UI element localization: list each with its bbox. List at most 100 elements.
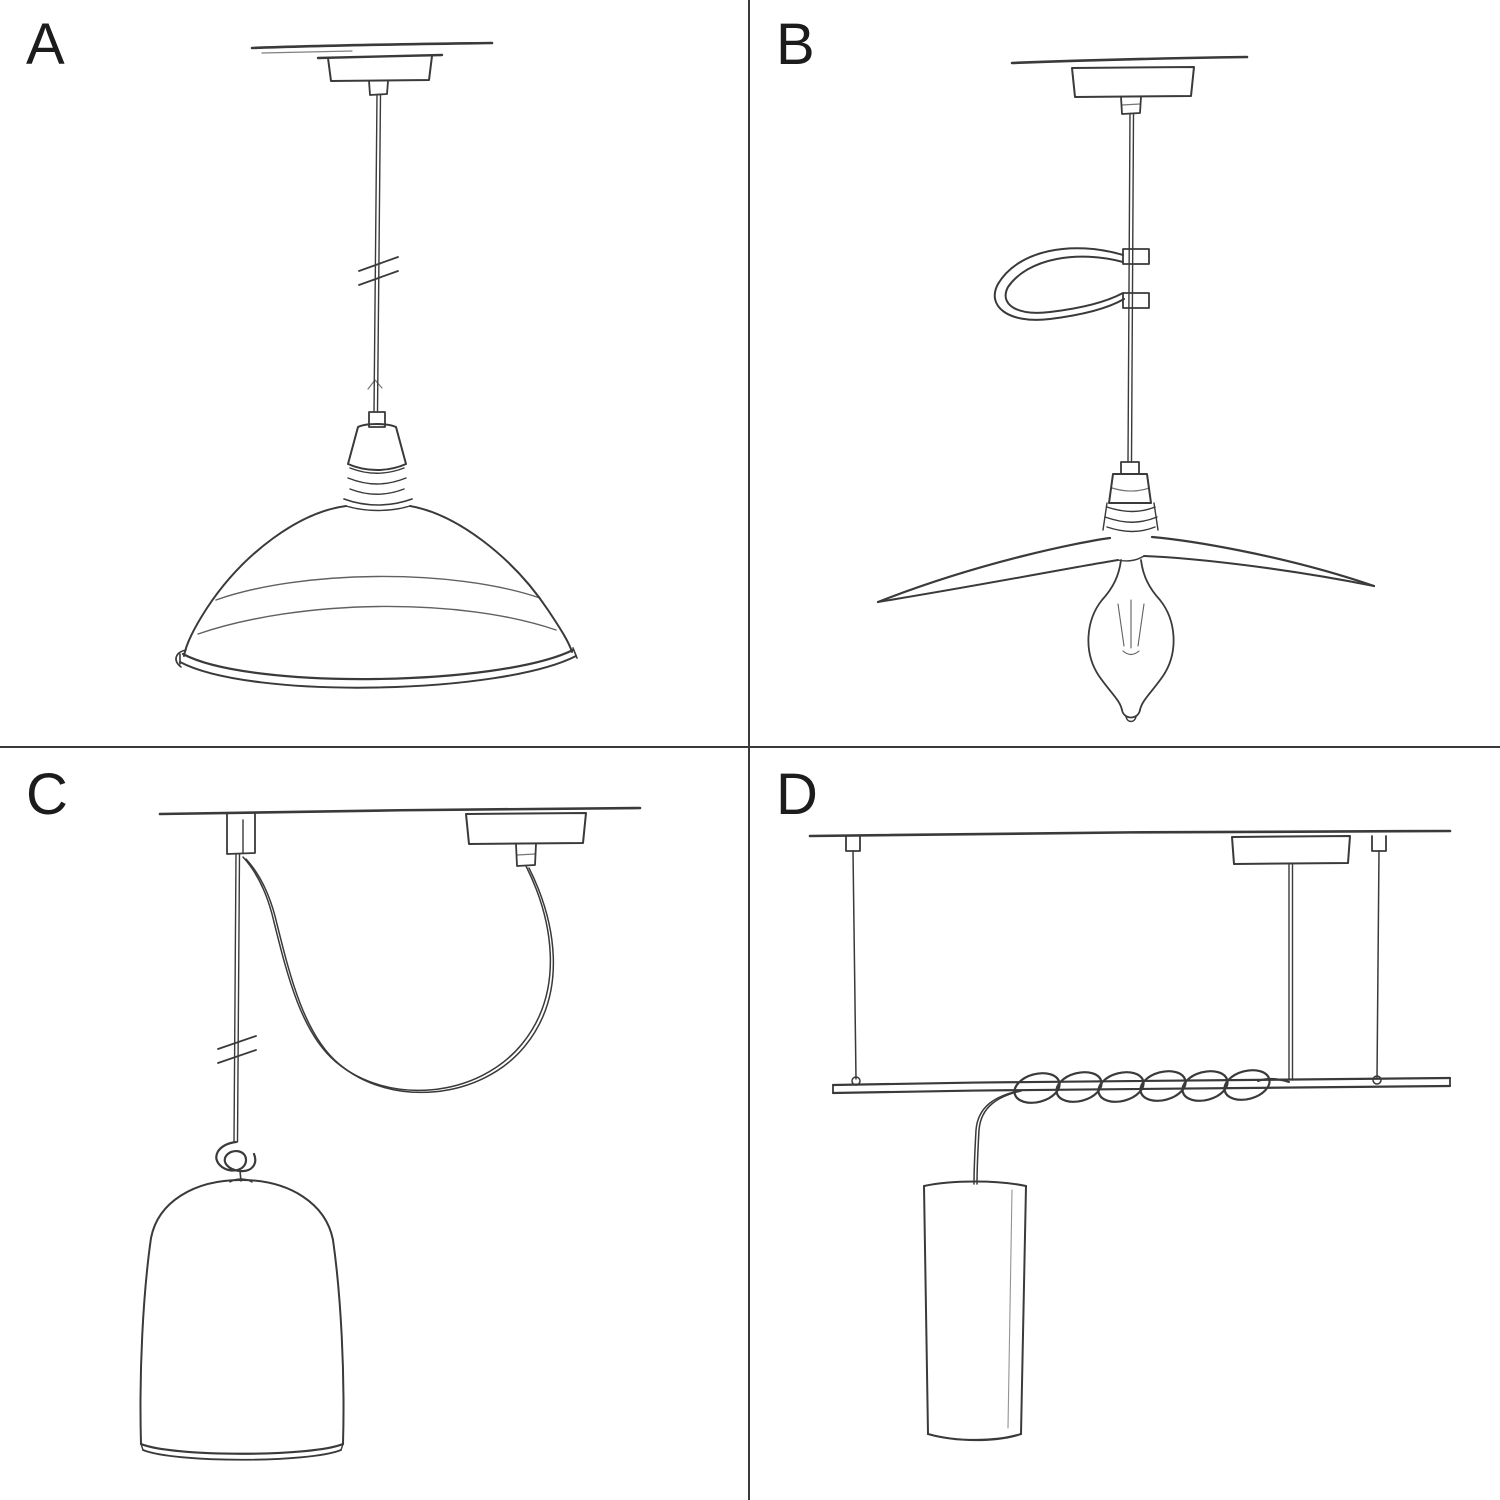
panel-c-label: C [26,762,70,827]
bulb-outline [1087,559,1123,711]
panel-c: C [0,750,750,1500]
holder-ferrule [1120,461,1140,475]
bell-shade-left [139,1237,152,1445]
ceiling-line [250,41,494,50]
cable-coil-loop [1055,1071,1103,1103]
swag-cable [245,858,555,1094]
cable-coil-loop [1013,1072,1061,1104]
holder-line [1111,487,1150,492]
canopy-icon [327,55,433,82]
shade-rim-lower [179,655,577,689]
bulb-tip-nub [1125,716,1137,723]
panel-a: A [0,0,750,750]
bell-shade-right [332,1239,345,1445]
panel-d-label: D [776,762,820,827]
cylinder-top [923,1180,1027,1187]
shade-left-profile [183,505,347,657]
cable-line [1130,113,1135,463]
ceiling-line [1010,55,1249,65]
suspension-anchor [1371,835,1387,852]
cable-line [376,94,382,413]
plate-bottom-right [1143,555,1375,587]
canopy-nub-line [516,853,536,856]
shade-band-line [197,605,557,635]
canopy-plate [316,53,444,60]
wire-loop [1372,1075,1382,1085]
cable-coil-loop [1223,1069,1271,1101]
break-mark [358,256,399,272]
bell-shade-rim-lower [142,1449,342,1461]
canopy-nub [368,80,389,96]
holder-thread [349,467,405,474]
ceiling-line-detail [261,50,353,54]
holder-thread-side [1153,502,1159,531]
cable-clip-hook [1122,248,1150,265]
canopy-icon [1231,835,1351,865]
bar-bottom-edge [831,1084,1452,1095]
break-mark [217,1049,257,1064]
canopy-nub-line [1121,103,1141,106]
lamp-holder-icon [1108,473,1152,504]
suspension-wire [1376,850,1380,1080]
holder-thread [1104,516,1158,523]
panel-b-drawing [876,55,1376,723]
shade-right-profile [409,505,573,653]
canopy-nub [1120,96,1142,115]
suspension-anchor [845,835,861,852]
bell-shade-dome [150,1179,334,1241]
cable-clip-hook [1122,292,1150,309]
panel-c-drawing [139,806,642,1461]
leaf-strap-inner [1004,255,1124,314]
wire-loop [851,1076,861,1086]
pendant-sketch-c [139,806,642,1461]
bulb-outline [1139,559,1175,711]
lamp-holder-icon [347,423,407,471]
bulb-tip [1121,709,1141,719]
suspension-wire [852,850,857,1080]
shade-rim-cap [572,647,578,659]
drop-cable [973,1090,1019,1185]
holder-thread [347,477,407,485]
holder-thread-side [1102,502,1108,531]
canopy-icon [1071,66,1195,98]
canopy-icon [465,812,587,845]
plate-bottom-left [877,559,1119,603]
cable-knot [215,1140,257,1173]
plate-top-right [1150,535,1376,588]
holder-thread [349,488,405,495]
holder-thread [1106,526,1156,533]
cable-line [236,853,241,1143]
cable-line [233,853,237,1143]
cylinder-right [1020,1185,1027,1435]
shade-top-edge [345,505,411,512]
divider-vertical [748,0,750,1500]
bulb-filament-loop [1122,650,1140,656]
cylinder-bottom [926,1432,1023,1442]
panel-b-label: B [776,12,817,77]
divider-horizontal [0,746,1500,748]
drop-cable [976,1090,1022,1185]
pendant-sketch-a [175,41,578,689]
cable-line [1127,113,1131,463]
panel-a-drawing [175,41,578,689]
bulb-filament [1117,603,1125,647]
coil-lead [1257,1077,1290,1083]
swag-cable [242,856,552,1092]
ceiling-line [158,806,642,816]
pendant-sketch-b [876,55,1376,723]
break-mark [217,1035,257,1050]
break-mark [358,270,399,286]
shade-rim [181,648,575,681]
swag-hook-icon [226,813,256,855]
cable-coil-loop [1181,1070,1229,1102]
panel-d-drawing [808,829,1452,1442]
cylinder-shading-line [1007,1189,1013,1429]
cable-chevron-detail [367,379,383,390]
leaf-strap-outer [993,247,1125,321]
plate-top-left [876,536,1112,604]
plate-under-center [1117,555,1145,562]
holder-ferrule [368,411,386,428]
bulb-filament [1137,603,1145,647]
